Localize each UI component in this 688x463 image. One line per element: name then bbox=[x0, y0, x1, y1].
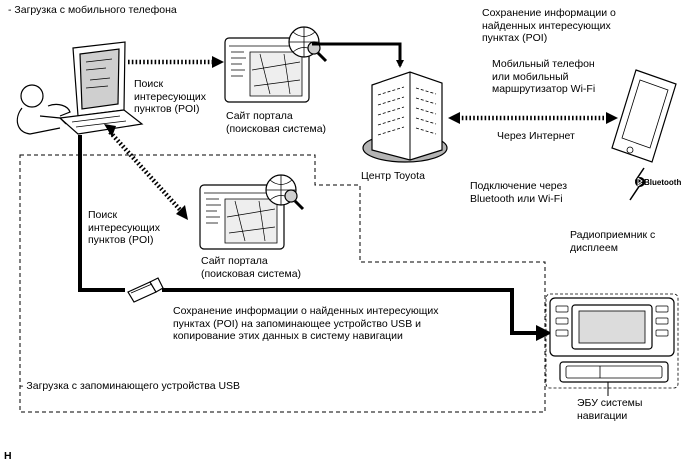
radio-display-icon bbox=[545, 293, 679, 389]
nav-ecu-label: ЭБУ системы навигации bbox=[577, 397, 643, 422]
arrow-portal-to-toyota bbox=[312, 42, 404, 68]
mobile-download-label: - Загрузка с мобильного телефона bbox=[8, 4, 177, 16]
toyota-center-label: Центр Toyota bbox=[361, 170, 425, 182]
bluetooth-icon bbox=[635, 177, 645, 187]
usb-save-label: Сохранение информации о найденных интере… bbox=[173, 305, 439, 342]
corner-code-label: H bbox=[4, 450, 12, 462]
radio-label: Радиоприемник с дисплеем bbox=[570, 229, 656, 254]
poi-search-top-label: Поиск интересующих пунктов (POI) bbox=[134, 78, 207, 115]
usb-download-label: - Загрузка с запоминающего устройства US… bbox=[20, 380, 241, 392]
poi-save-label: Сохранение информации о найденных интере… bbox=[482, 7, 616, 44]
usb-stick-icon bbox=[127, 277, 164, 303]
phone-label: Мобильный телефон или мобильный маршрути… bbox=[492, 58, 596, 95]
portal-top-label: Сайт портала (поисковая система) bbox=[226, 110, 327, 135]
portal-top-icon bbox=[224, 26, 328, 103]
portal-mid-label: Сайт портала (поисковая система) bbox=[201, 255, 302, 280]
usb-region-dashed-border bbox=[19, 154, 546, 413]
bluetooth-connect-label: Подключение через Bluetooth или Wi-Fi bbox=[470, 180, 568, 205]
portal-mid-icon bbox=[199, 174, 305, 250]
laptop-user-icon bbox=[16, 41, 144, 135]
bluetooth-logo-text: Bluetooth bbox=[644, 178, 682, 187]
arrow-laptop-to-radio bbox=[78, 135, 540, 335]
toyota-center-building-icon bbox=[362, 71, 448, 163]
dotted-arrow-laptop-portal-mid bbox=[108, 130, 184, 214]
via-internet-label: Через Интернет bbox=[497, 130, 575, 142]
poi-search-mid-label: Поиск интересующих пунктов (POI) bbox=[88, 209, 161, 246]
